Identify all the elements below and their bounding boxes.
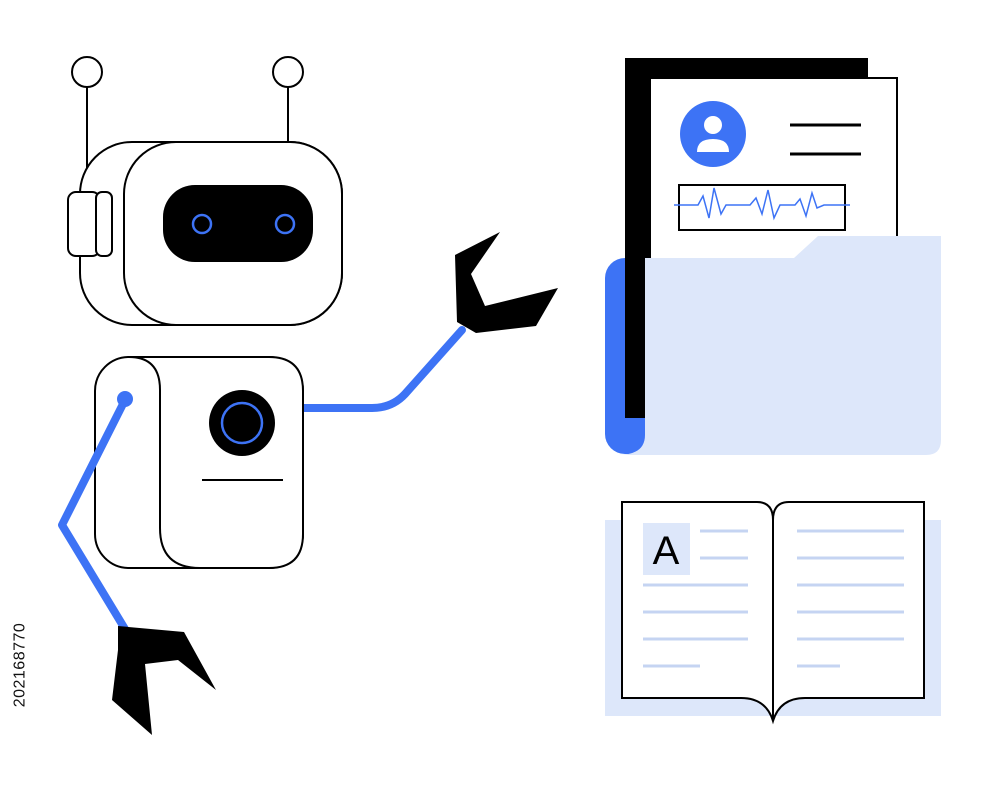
robot-claw-lower	[112, 626, 216, 735]
robot-eye-left	[191, 213, 213, 235]
robot-arm-left	[58, 391, 216, 735]
book-letter: A	[653, 529, 680, 573]
robot-claw-upper	[455, 232, 558, 333]
robot-visor	[163, 185, 313, 262]
stock-id-text: 202168770	[11, 622, 28, 708]
heartbeat-waveform	[678, 184, 846, 231]
open-book: A	[605, 501, 941, 725]
book-letter-box	[643, 523, 690, 575]
robot-chest-light	[209, 390, 275, 456]
folder-front	[618, 236, 941, 455]
stock-id-label: 202168770	[6, 545, 34, 785]
antenna-right	[272, 56, 304, 142]
robot-eye-right	[274, 213, 296, 235]
folder-with-document	[605, 58, 941, 455]
robot	[58, 56, 558, 735]
book-text-lines	[643, 529, 904, 668]
robot-head	[67, 141, 343, 326]
robot-body	[94, 356, 304, 569]
robot-arm-joint	[117, 391, 133, 407]
robot-arm-right	[298, 232, 558, 412]
